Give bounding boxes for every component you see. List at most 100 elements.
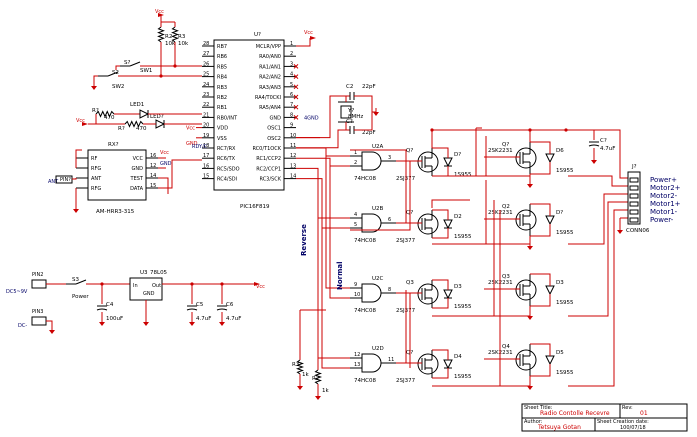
nmos-body bbox=[515, 349, 537, 371]
u3-gnd-pin: GND bbox=[143, 291, 155, 297]
pulldown-r2-ref: R2 bbox=[312, 376, 319, 382]
rx-vcc-label: Vcc bbox=[160, 150, 169, 156]
crystal-ref: Y? bbox=[347, 108, 354, 114]
no-connect-mark bbox=[293, 84, 299, 90]
mcu-pin-name: RB7 bbox=[217, 44, 227, 50]
nmos-diode-ref: D6 bbox=[556, 148, 564, 154]
sw2-lever bbox=[107, 71, 119, 77]
led1-body bbox=[139, 109, 150, 119]
mcu-pin-number: 1 bbox=[290, 41, 293, 47]
wire bbox=[568, 193, 628, 245]
s3-lever bbox=[75, 279, 87, 285]
rx-pin-number: 14 bbox=[150, 173, 156, 179]
mclr-wire bbox=[296, 38, 311, 47]
mcu-pin-name: RB5 bbox=[217, 64, 227, 70]
wire bbox=[296, 167, 350, 219]
dc-minus-pin bbox=[31, 316, 47, 326]
gnd-symbol bbox=[591, 160, 597, 164]
nmos-diode-part: 1S955 bbox=[556, 230, 574, 236]
gnd-symbol bbox=[527, 316, 533, 320]
r7-value: 470 bbox=[136, 126, 147, 132]
pmos-diode bbox=[443, 289, 453, 300]
gate-pin-number: 13 bbox=[354, 362, 360, 368]
mcu-pin-number: 9 bbox=[290, 123, 293, 129]
connector-pin-label: Motor1+ bbox=[650, 200, 681, 208]
nmos-ref: Q? bbox=[502, 142, 509, 148]
nmos-diode bbox=[545, 215, 555, 226]
date-label: Sheet Creation date: bbox=[597, 419, 649, 425]
wire bbox=[296, 178, 350, 229]
gnd-net-label: 4GND bbox=[304, 115, 319, 121]
mcu-pin-number: 28 bbox=[203, 41, 209, 47]
gate-part: 74HC08 bbox=[354, 378, 376, 384]
wire bbox=[158, 177, 169, 194]
mcu-pin-number: 20 bbox=[203, 123, 209, 129]
c4-capacitor bbox=[96, 308, 108, 311]
led1-ref: LED1 bbox=[130, 102, 144, 108]
wire bbox=[158, 159, 202, 189]
author-label: Author: bbox=[524, 419, 543, 425]
mcu-pin-name: RB6 bbox=[217, 54, 227, 60]
nmos-body bbox=[515, 279, 537, 301]
gate-pin-number: 6 bbox=[388, 217, 391, 223]
wire bbox=[432, 349, 449, 360]
mcu-pin-name: RB2 bbox=[217, 95, 227, 101]
no-connect-mark bbox=[293, 104, 299, 110]
mcu-pin-number: 3 bbox=[290, 61, 293, 67]
vcc-label: Vcc bbox=[155, 9, 164, 15]
wire bbox=[530, 203, 551, 216]
wire bbox=[396, 292, 411, 368]
wire bbox=[75, 149, 82, 158]
connector-pin-label: Power- bbox=[650, 216, 674, 224]
mcu-pin-name: RB4 bbox=[217, 75, 227, 81]
wire bbox=[432, 279, 449, 290]
vcc-label: Vcc bbox=[76, 118, 85, 124]
gate-pin-number: 8 bbox=[388, 287, 391, 293]
rx-pin-name: RFG bbox=[91, 166, 101, 172]
mcu-pin-number: 6 bbox=[290, 92, 293, 98]
rx-pin-number: 15 bbox=[150, 183, 156, 189]
nmos-diode bbox=[545, 285, 555, 296]
and-gate bbox=[361, 283, 382, 303]
gnd-symbol bbox=[189, 322, 195, 326]
mcu-pin-number: 11 bbox=[290, 143, 296, 149]
connector-pin bbox=[629, 185, 639, 191]
connector-pin bbox=[629, 177, 639, 183]
wire bbox=[296, 95, 350, 139]
gate-pin-number: 9 bbox=[354, 282, 357, 288]
gate-pin-number: 12 bbox=[354, 352, 360, 358]
mcu-pin-name: RC4/SDI bbox=[217, 177, 237, 183]
rx-pin-name: ANT bbox=[91, 176, 102, 182]
connector-pin bbox=[629, 201, 639, 207]
c6-capacitor bbox=[216, 308, 228, 311]
mcu-pin-number: 16 bbox=[203, 163, 209, 169]
wire bbox=[354, 95, 373, 131]
gnd-symbol bbox=[527, 184, 533, 188]
wire bbox=[568, 209, 628, 387]
dc-minus-label: DC- bbox=[18, 323, 27, 329]
gnd-symbol bbox=[297, 386, 303, 390]
connector-ref: J? bbox=[631, 164, 637, 170]
mcu-ref: U? bbox=[254, 32, 261, 38]
no-connect-mark bbox=[293, 64, 299, 69]
mcu-pin-name: RA0/AN0 bbox=[259, 54, 281, 60]
vcc-flag bbox=[254, 282, 260, 286]
ant-label: ANT bbox=[48, 179, 59, 185]
nmos-ref: Q2 bbox=[502, 204, 510, 210]
mcu-pin-name: RC0/T1OCK bbox=[252, 146, 281, 152]
dc-plus-pin bbox=[31, 279, 47, 289]
nmos-body bbox=[515, 147, 537, 169]
c3-ref: C? bbox=[346, 119, 353, 125]
wire bbox=[530, 224, 551, 237]
mcu-pin-name: RC1/CCP2 bbox=[256, 156, 281, 162]
rx-pin-name: GND bbox=[132, 166, 144, 172]
wire bbox=[325, 156, 350, 289]
mcu-pin-name: RC2/CCP1 bbox=[256, 166, 281, 172]
nmos-diode-part: 1S955 bbox=[556, 370, 574, 376]
mcu-pin-name: RC6/TX bbox=[217, 156, 236, 162]
and-gate bbox=[361, 213, 382, 233]
mcu-pin-name: OSC2 bbox=[267, 136, 281, 142]
mcu-pin-name: RB3 bbox=[217, 85, 227, 91]
mcu-pin-name: RA3/AN3 bbox=[259, 85, 281, 91]
gate-ref: U2B bbox=[372, 206, 384, 212]
